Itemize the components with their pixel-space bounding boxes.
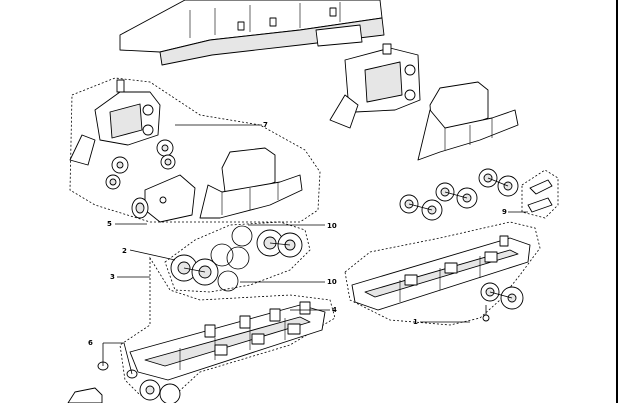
- callout-4: 4: [332, 306, 337, 314]
- gear-cover-part: [417, 81, 519, 161]
- callout-9: 9: [502, 208, 507, 216]
- callout-10-upper: 10: [327, 222, 337, 230]
- gear-set-part: [105, 139, 176, 190]
- page-right-border: [616, 0, 618, 403]
- traction-tire-part: [210, 225, 253, 292]
- callout-2: 2: [122, 247, 127, 255]
- group-boundary-3: [119, 256, 336, 396]
- bogie-wheel-part: [480, 282, 524, 322]
- chassis-part: [129, 301, 326, 381]
- callout-5: 5: [107, 220, 112, 228]
- body-shell-part: [119, 0, 385, 66]
- group-boundary-1: [344, 221, 541, 326]
- motor-part: [131, 174, 196, 223]
- motor-housing-part: [329, 43, 421, 129]
- bottom-wheel-part: [67, 379, 181, 403]
- group-boundary-5: [69, 77, 321, 223]
- callout-1: 1: [413, 318, 418, 326]
- inner-gear-cover-part: [199, 147, 303, 219]
- coupler-part: [527, 179, 553, 213]
- callout-6: 6: [88, 339, 93, 347]
- bogie-frame-part: [351, 235, 531, 311]
- callout-7: 7: [263, 121, 268, 129]
- loose-wheelset-part: [399, 168, 519, 221]
- wheelset-left-part: [170, 229, 303, 286]
- callout-3: 3: [110, 273, 115, 281]
- callout-10-lower: 10: [327, 278, 337, 286]
- gearbox-frame-part: [69, 79, 161, 166]
- group-boundary-2: [164, 221, 311, 293]
- leader-lines: [102, 124, 528, 375]
- group-boundary-9: [521, 169, 559, 219]
